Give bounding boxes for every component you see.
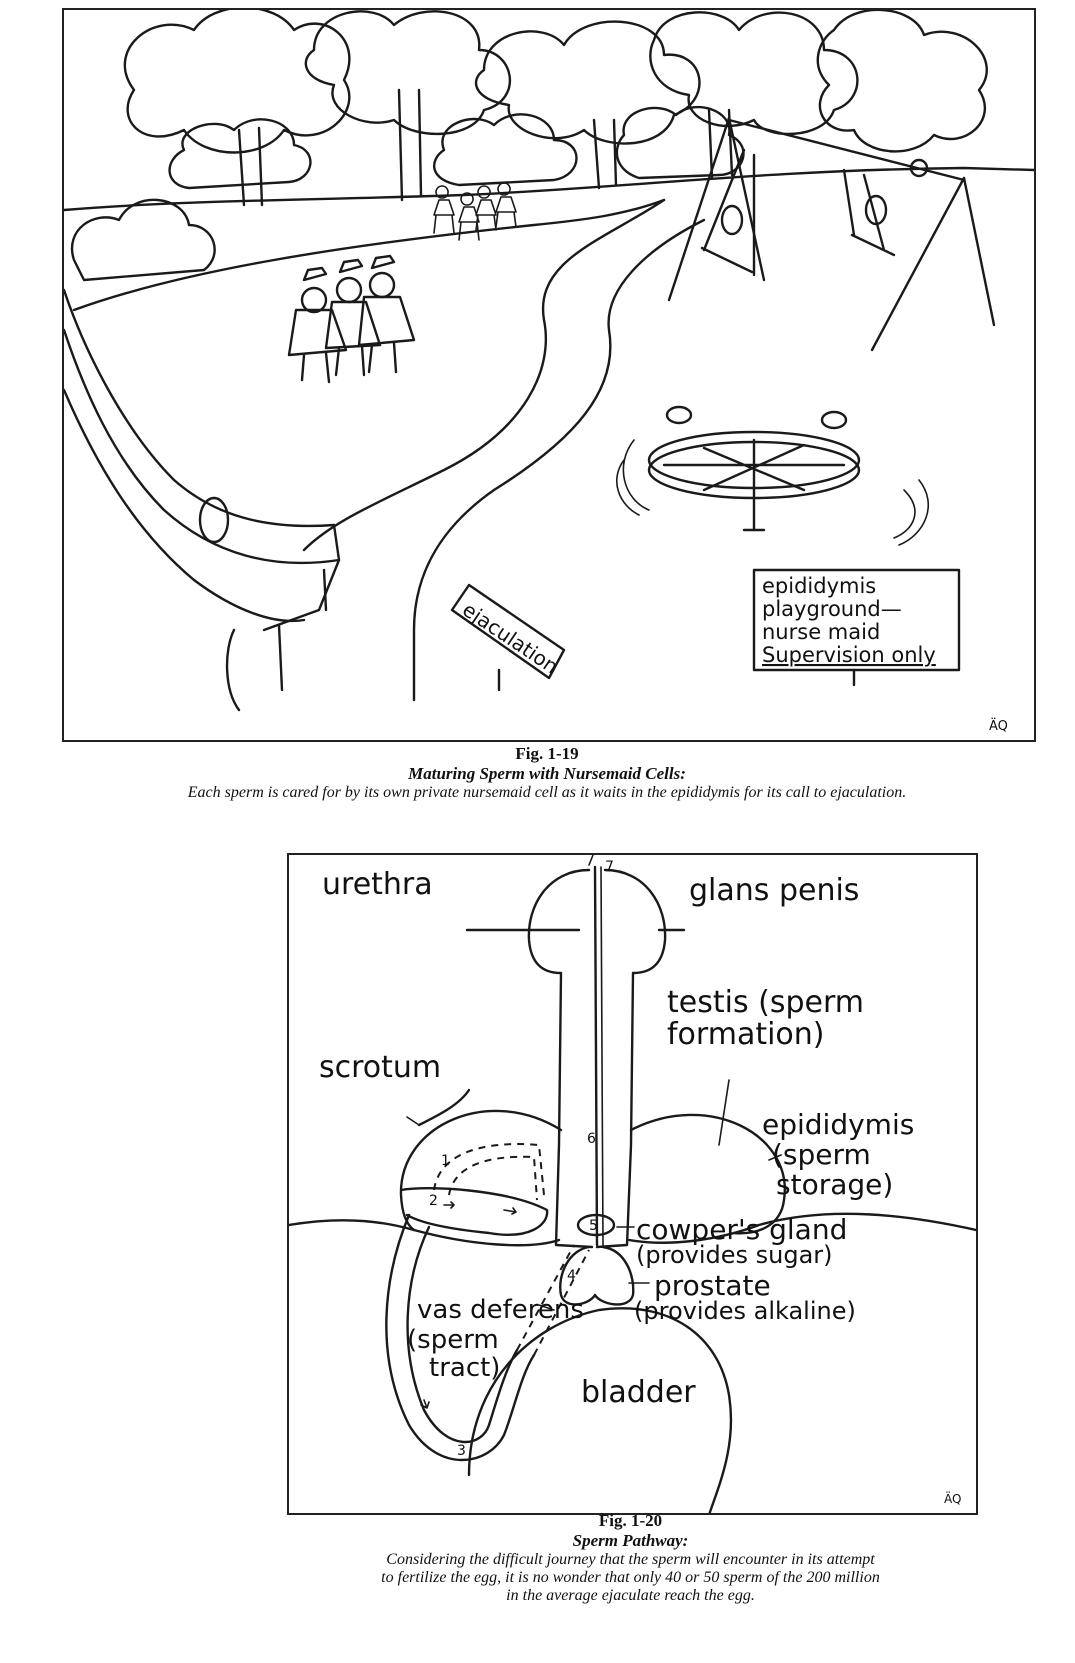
- fig2-caption-line-2: to fertilize the egg, it is no wonder th…: [287, 1569, 974, 1587]
- fig2-caption-line-3: in the average ejaculate reach the egg.: [287, 1587, 974, 1605]
- horizon-line: [64, 168, 1034, 210]
- pathway-diagram: 1 2 3 4 5 6 7 ÄQ urethra glans penis tes…: [287, 853, 978, 1515]
- step-7: 7: [605, 859, 614, 875]
- body-line: [289, 1214, 976, 1245]
- winding-path: [227, 200, 704, 710]
- slide-ramp: [64, 290, 339, 690]
- fig2-caption-line-1: Considering the difficult journey that t…: [287, 1551, 974, 1569]
- bladder-outline: [469, 1308, 731, 1513]
- label-vas-2: (sperm: [407, 1325, 499, 1355]
- supervision-box: epididymis playground— nurse maid Superv…: [754, 570, 959, 685]
- step-5: 5: [589, 1218, 598, 1234]
- fig2-signature: ÄQ: [944, 1491, 961, 1506]
- fig1-caption-number: Fig. 1-19: [62, 744, 1032, 764]
- label-prostate-2: (provides alkaline): [634, 1297, 856, 1325]
- left-sperm-route: [401, 1144, 547, 1235]
- playground-drawing: ejaculation epididymis playground— nurse…: [64, 10, 1034, 740]
- label-epididymis: epididymis: [762, 1108, 914, 1141]
- label-testis-2: formation): [667, 1017, 825, 1052]
- fig1-caption-title: Maturing Sperm with Nursemaid Cells:: [62, 764, 1032, 784]
- step-1: 1: [441, 1153, 450, 1169]
- fig2-caption: Fig. 1-20 Sperm Pathway: Considering the…: [287, 1511, 974, 1605]
- box-line-1: epididymis: [762, 574, 876, 598]
- swing-set: [669, 118, 994, 350]
- fig1-caption-text: Each sperm is cared for by its own priva…: [62, 784, 1032, 802]
- ejaculation-sign: ejaculation: [452, 585, 564, 690]
- fig2-caption-number: Fig. 1-20: [287, 1511, 974, 1531]
- label-bladder: bladder: [581, 1375, 696, 1410]
- box-line-4: Supervision only: [762, 643, 936, 667]
- label-glans-penis: glans penis: [689, 873, 859, 908]
- box-line-2: playground—: [762, 597, 902, 621]
- tree-canopy: [72, 10, 987, 280]
- label-vas-deferens: vas deferens: [417, 1295, 584, 1325]
- label-vas-3: tract): [429, 1353, 500, 1383]
- label-testis: testis (sperm: [667, 985, 864, 1020]
- label-scrotum: scrotum: [319, 1050, 441, 1085]
- label-cowpers-2: (provides sugar): [636, 1241, 833, 1269]
- merry-go-round: [617, 407, 928, 545]
- step-4: 4: [567, 1268, 576, 1284]
- step-6: 6: [587, 1131, 596, 1147]
- label-epididymis-3: storage): [776, 1168, 893, 1201]
- penis-outline: [467, 855, 684, 1247]
- step-3: 3: [457, 1443, 466, 1459]
- label-urethra: urethra: [322, 867, 433, 902]
- fig1-signature: ÄQ: [989, 718, 1008, 734]
- playground-illustration: ejaculation epididymis playground— nurse…: [62, 8, 1036, 742]
- fig1-caption: Fig. 1-19 Maturing Sperm with Nursemaid …: [62, 744, 1032, 802]
- box-line-3: nurse maid: [762, 620, 880, 644]
- label-epididymis-2: (sperm: [772, 1138, 871, 1171]
- step-2: 2: [429, 1193, 438, 1209]
- nursemaid-figures: [289, 256, 414, 382]
- fig2-caption-title: Sperm Pathway:: [287, 1531, 974, 1551]
